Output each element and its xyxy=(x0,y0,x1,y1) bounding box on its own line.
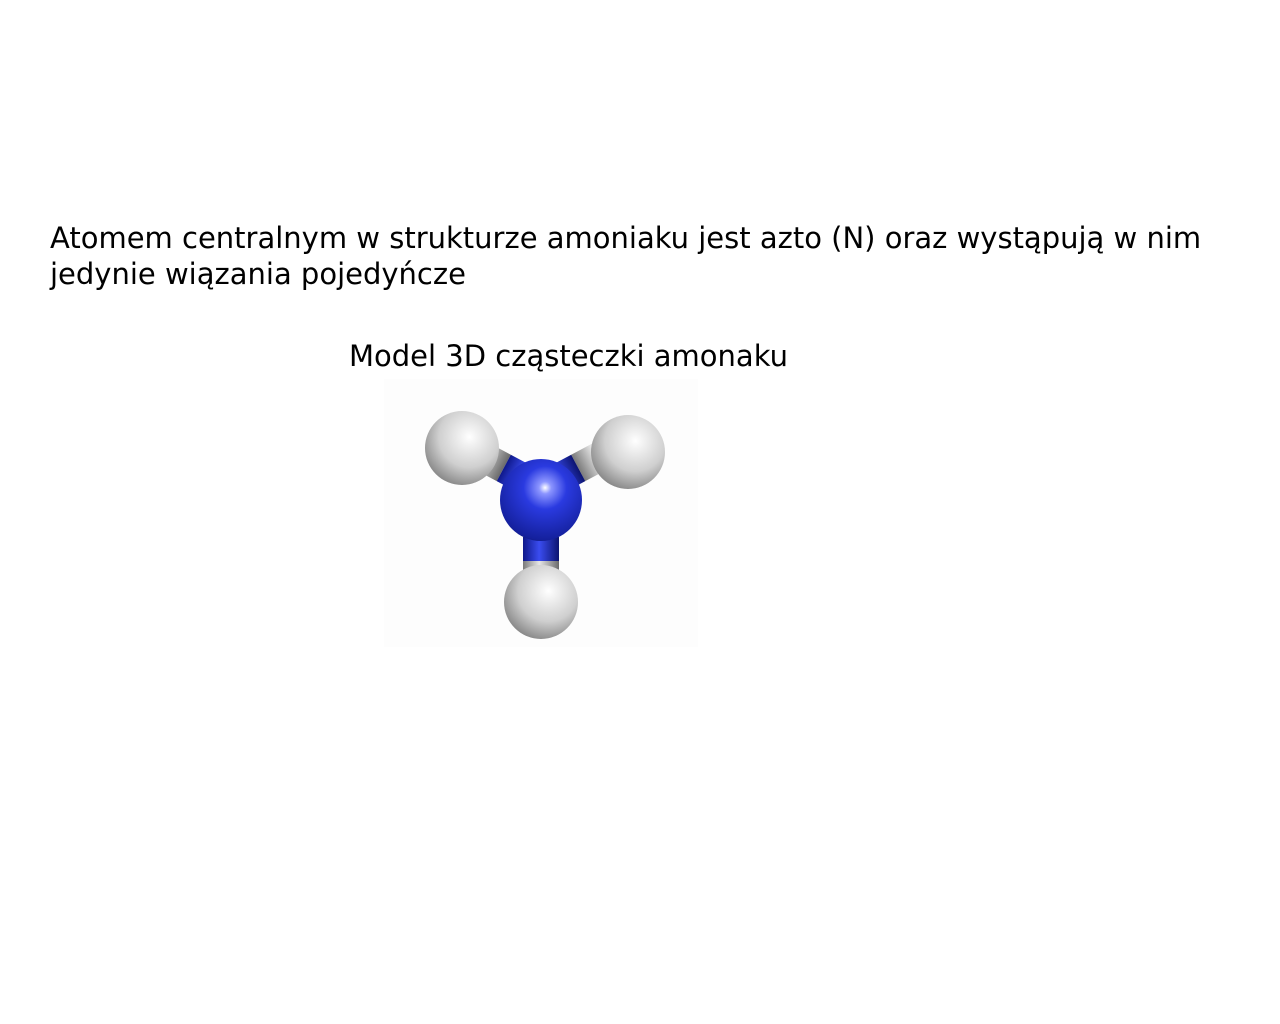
hydrogen-atom-left xyxy=(425,411,499,485)
ammonia-molecule-image xyxy=(425,411,665,639)
hydrogen-atom-bottom xyxy=(504,565,578,639)
nitrogen-atom xyxy=(500,459,582,541)
hydrogen-atom-right xyxy=(591,415,665,489)
model-caption: Model 3D cząsteczki amonaku xyxy=(349,339,788,373)
ammonia-3d-model xyxy=(384,379,698,647)
intro-text: Atomem centralnym w strukturze amoniaku … xyxy=(50,221,1202,291)
